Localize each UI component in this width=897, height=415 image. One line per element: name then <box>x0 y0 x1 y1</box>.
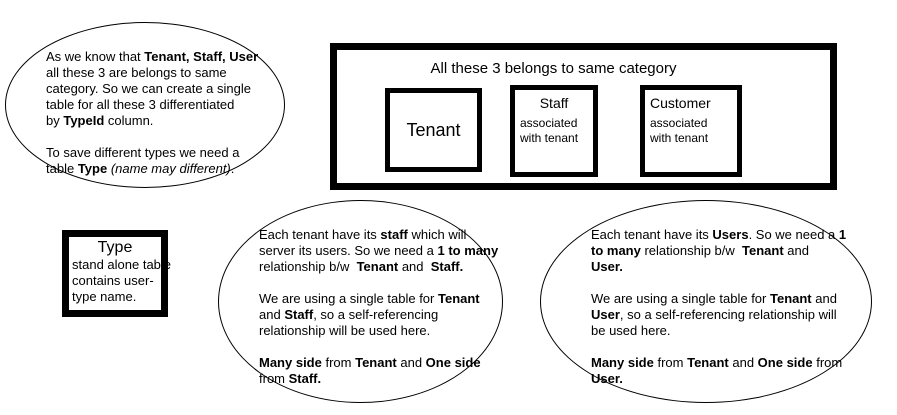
single-table-note-text: As we know that Tenant, Staff, User all … <box>46 49 259 176</box>
tenant-box: Tenant <box>385 88 482 172</box>
note-ellipse-staff-relationship: Each tenant have its staff which will se… <box>218 200 503 403</box>
note-ellipse-user-relationship: Each tenant have its Users. So we need a… <box>540 200 872 403</box>
staff-subtitle: associated with tenant <box>520 116 579 145</box>
category-group-box: All these 3 belongs to same category Ten… <box>330 43 837 190</box>
staff-label: Staff <box>539 95 569 111</box>
type-table-title: Type <box>97 239 133 256</box>
customer-label: Customer <box>650 95 711 111</box>
staff-relationship-note-text: Each tenant have its staff which will se… <box>259 227 499 386</box>
customer-box: Customer associated with tenant <box>640 85 742 177</box>
note-ellipse-single-table: As we know that Tenant, Staff, User all … <box>5 22 285 188</box>
staff-box: Staff associated with tenant <box>510 85 598 177</box>
tenant-label: Tenant <box>406 119 461 140</box>
customer-subtitle: associated with tenant <box>650 116 709 145</box>
type-table-box: Type stand alone table contains user- ty… <box>62 230 172 317</box>
user-relationship-note-text: Each tenant have its Users. So we need a… <box>591 227 847 386</box>
type-table-description: stand alone table contains user- type na… <box>72 257 172 304</box>
category-group-title: All these 3 belongs to same category <box>430 60 677 77</box>
